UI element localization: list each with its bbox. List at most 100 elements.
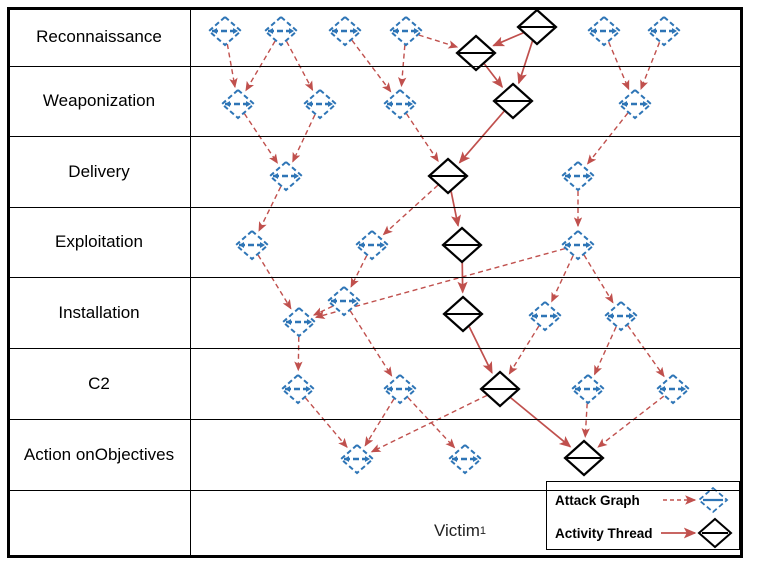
edge-n4-to-n11 [398,45,407,88]
node-bar-tip-left [307,101,312,107]
node-bar-tip-right [246,101,251,107]
node-bar-tip-left [239,242,244,248]
attack-graph-node-n13[interactable] [617,88,653,120]
edge-n26-to-n31 [304,397,348,448]
attack-graph-node-n4[interactable] [388,15,424,47]
node-bar-tip-left [651,28,656,34]
node-bar-tip-left [331,298,336,304]
node-bar-tip-right [289,28,294,34]
node-bar-tip-left [393,28,398,34]
node-bar-tip-left [575,386,580,392]
node-bar-tip-right [586,173,591,179]
node-bar-tip-right [306,386,311,392]
node-bar-tip-left [286,319,291,325]
row-separator [7,66,743,67]
attack-graph-node-n2[interactable] [263,15,299,47]
legend-label-attack-graph: Attack Graph [555,492,640,508]
edge-n20-to-n25 [583,254,614,304]
row-separator [7,348,743,349]
attack-graph-node-n22[interactable] [281,306,317,338]
node-bar-tip-left [565,173,570,179]
activity-thread-node-n23[interactable] [442,295,484,333]
node-bar-tip-right [414,28,419,34]
node-bar-tip-right [260,242,265,248]
edge-n2-to-n9 [245,40,276,92]
edge-n21-to-n22 [312,305,333,316]
row-label-reconnaissance: Reconnaissance [36,26,162,46]
activity-thread-node-n19[interactable] [441,226,483,264]
edge-n5-to-n12 [517,40,534,85]
node-bar-tip-right [233,28,238,34]
attack-graph-node-n16[interactable] [560,160,596,192]
attack-graph-node-n26[interactable] [280,373,316,405]
row-separator [7,277,743,278]
attack-graph-node-n32[interactable] [447,443,483,475]
attack-graph-node-n14[interactable] [268,160,304,192]
row-label-installation: Installation [58,302,140,322]
row-separator [7,207,743,208]
node-bar-tip-right [365,456,370,462]
attack-graph-node-n3[interactable] [327,15,363,47]
attack-graph-node-n25[interactable] [603,300,639,332]
row-label-delivery: Delivery [68,161,130,181]
edge-n27-to-n31 [364,398,395,447]
edge-n6-to-n12 [483,63,504,89]
node-bar-tip-left [387,386,392,392]
edge-n5-to-n6 [492,32,524,47]
node-bar-tip-right [380,242,385,248]
activity-thread-node-n15[interactable] [427,157,469,195]
node-bar-tip-right [629,313,634,319]
attack-graph-node-n20[interactable] [560,229,596,261]
attack-graph-node-n27[interactable] [382,373,418,405]
attack-graph-node-n7[interactable] [586,15,622,47]
attack-graph-node-n24[interactable] [527,300,563,332]
activity-thread-node-n33[interactable] [563,439,605,477]
attack-graph-node-n17[interactable] [234,229,270,261]
node-bar-tip-right [612,28,617,34]
edge-n15-to-n19 [450,191,461,228]
edge-n7-to-n13 [608,41,630,91]
attack-graph-node-n18[interactable] [354,229,390,261]
node-bar-tip-right [353,28,358,34]
node-bar-tip-right [473,456,478,462]
activity-thread-node-n6[interactable] [455,34,497,72]
attack-graph-node-n30[interactable] [655,373,691,405]
node-bar-tip-right [672,28,677,34]
node-bar-tip-left [285,386,290,392]
legend-label-activity-thread: Activity Thread [555,525,653,541]
attack-graph-node-n29[interactable] [570,373,606,405]
node-bar-tip-left [344,456,349,462]
attack-graph-node-n11[interactable] [382,88,418,120]
row-label-c2: C2 [88,373,110,393]
edge-n24-to-n28 [508,325,540,375]
activity-thread-node-n12[interactable] [492,82,534,120]
node-bar-tip-right [643,101,648,107]
edge-n9-to-n14 [243,113,278,164]
attack-graph-node-n10[interactable] [302,88,338,120]
edges-layer [226,32,665,453]
row-separator [7,419,743,420]
attack-graph-node-n31[interactable] [339,443,375,475]
node-bar-tip-right [596,386,601,392]
node-bar-tip-right [352,298,357,304]
attack-graph-node-n8[interactable] [646,15,682,47]
node-bar-tip-right [408,101,413,107]
edge-n11-to-n15 [405,113,439,163]
attack-graph-node-n1[interactable] [207,15,243,47]
edge-n21-to-n27 [349,310,393,377]
edge-n28-to-n33 [510,397,572,448]
node-bar-tip-left [591,28,596,34]
attack-graph-node-n9[interactable] [220,88,256,120]
node-bar-tip-right [307,319,312,325]
node-bar-tip-left [268,28,273,34]
edge-n2-to-n10 [285,41,314,92]
activity-thread-node-n5[interactable] [516,8,558,46]
edge-n20-to-n24 [551,255,574,303]
activity-thread-node-n28[interactable] [479,370,521,408]
node-bar-tip-left [225,101,230,107]
node-bar-tip-left [565,242,570,248]
attack-graph-node-n21[interactable] [326,285,362,317]
